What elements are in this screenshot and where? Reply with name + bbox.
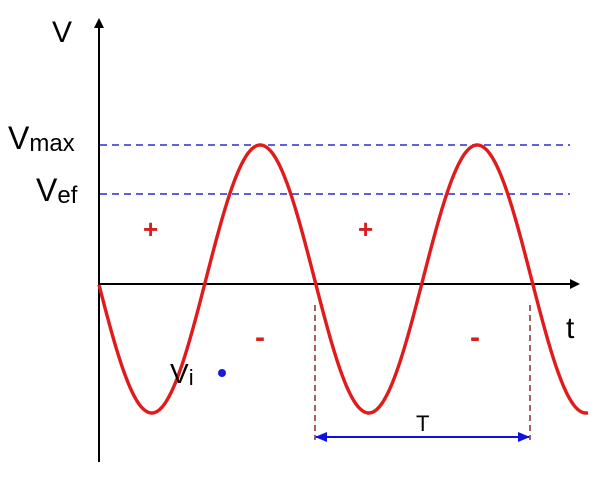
- vi-label-main: V: [170, 358, 189, 389]
- negative-sign-1: -: [255, 321, 265, 354]
- vi-point: [218, 369, 226, 377]
- vef-label-sub: ef: [57, 182, 77, 209]
- sine-wave-curve: [97, 143, 589, 415]
- vi-label: Vi: [170, 358, 194, 390]
- vef-label: Vef: [36, 172, 78, 209]
- vmax-label-main: V: [8, 120, 30, 156]
- negative-sign-2: -: [470, 321, 480, 354]
- vef-label-main: V: [36, 172, 58, 208]
- period-label: T: [416, 411, 429, 436]
- vmax-label: Vmax: [8, 120, 75, 157]
- vmax-label-sub: max: [29, 130, 74, 157]
- positive-sign-1: +: [143, 214, 158, 244]
- vi-label-sub: i: [189, 365, 194, 390]
- t-axis-label: t: [566, 312, 575, 345]
- v-axis-label: V: [52, 16, 72, 49]
- positive-sign-2: +: [358, 214, 373, 244]
